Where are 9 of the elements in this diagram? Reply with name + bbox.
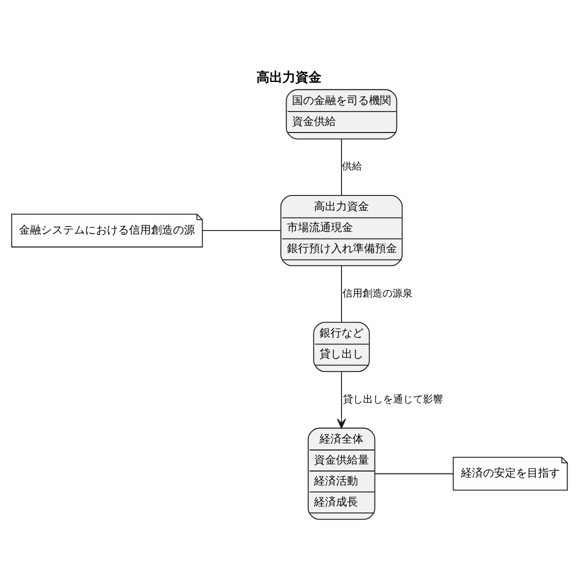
connector: [341, 264, 342, 322]
arrow: [336, 370, 346, 428]
edge-label: 信用創造の源泉: [342, 288, 413, 300]
edge-label: 供給: [342, 161, 362, 172]
connector: [374, 472, 454, 474]
connector: [341, 138, 342, 196]
connector: [202, 230, 282, 231]
diagram-title: 高出力資金: [256, 70, 322, 86]
edge-label: 貸し出しを通じて影響: [343, 394, 444, 405]
